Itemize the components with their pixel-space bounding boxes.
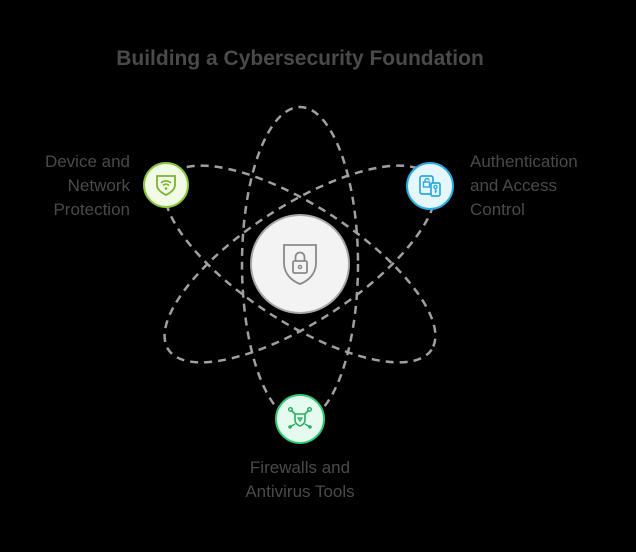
node-firewalls-antivirus xyxy=(275,394,325,444)
shield-network-icon xyxy=(288,407,313,429)
lock-key-devices-icon xyxy=(419,175,441,197)
shield-wifi-icon xyxy=(156,175,176,197)
node-device-network xyxy=(143,162,189,208)
diagram-title: Building a Cybersecurity Foundation xyxy=(116,47,484,70)
center-node xyxy=(250,214,350,314)
orbit-vertical xyxy=(240,105,360,423)
shield-lock-icon xyxy=(283,244,317,285)
label-auth-access: Authentication and Access Control xyxy=(470,152,578,219)
node-auth-access xyxy=(406,162,454,210)
label-firewalls-antivirus: Firewalls and Antivirus Tools xyxy=(245,458,355,501)
label-device-network: Device and Network Protection xyxy=(44,152,130,219)
